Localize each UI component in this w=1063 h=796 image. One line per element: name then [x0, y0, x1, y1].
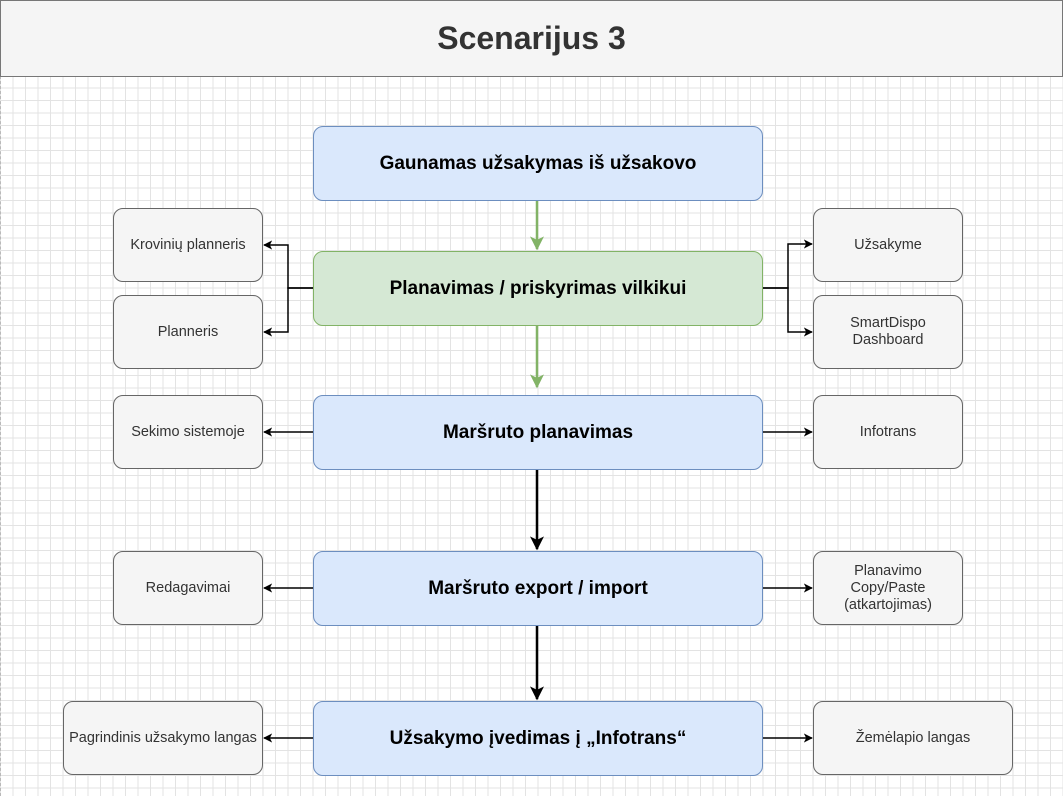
- diagram-title: Scenarijus 3: [0, 0, 1063, 77]
- arrow-planning-to-planner: [263, 287, 313, 337]
- node-main-order-window[interactable]: Pagrindinis užsakymo langas: [63, 701, 263, 775]
- node-smartdispo-dashboard[interactable]: SmartDispo Dashboard: [813, 295, 963, 369]
- node-order-received[interactable]: Gaunamas užsakymas iš užsakovo: [313, 126, 763, 201]
- node-map-window[interactable]: Žemėlapio langas: [813, 701, 1013, 775]
- node-planner[interactable]: Planneris: [113, 295, 263, 369]
- node-route-export-import[interactable]: Maršruto export / import: [313, 551, 763, 626]
- node-order-entry[interactable]: Užsakymo įvedimas į „Infotrans“: [313, 701, 763, 776]
- node-in-order[interactable]: Užsakyme: [813, 208, 963, 282]
- arrow-planning-to-in-order: [763, 239, 813, 289]
- node-edits[interactable]: Redagavimai: [113, 551, 263, 625]
- node-infotrans[interactable]: Infotrans: [813, 395, 963, 469]
- node-route-planning[interactable]: Maršruto planavimas: [313, 395, 763, 470]
- node-planning-copy-paste[interactable]: Planavimo Copy/Paste (atkartojimas): [813, 551, 963, 625]
- arrow-planning-to-smartdispo: [763, 287, 813, 337]
- node-cargo-planner[interactable]: Krovinių planneris: [113, 208, 263, 282]
- page-border-dashed: [0, 76, 1, 796]
- arrow-planning-to-cargo-planner: [263, 240, 313, 289]
- node-tracking-system[interactable]: Sekimo sistemoje: [113, 395, 263, 469]
- node-planning[interactable]: Planavimas / priskyrimas vilkikui: [313, 251, 763, 326]
